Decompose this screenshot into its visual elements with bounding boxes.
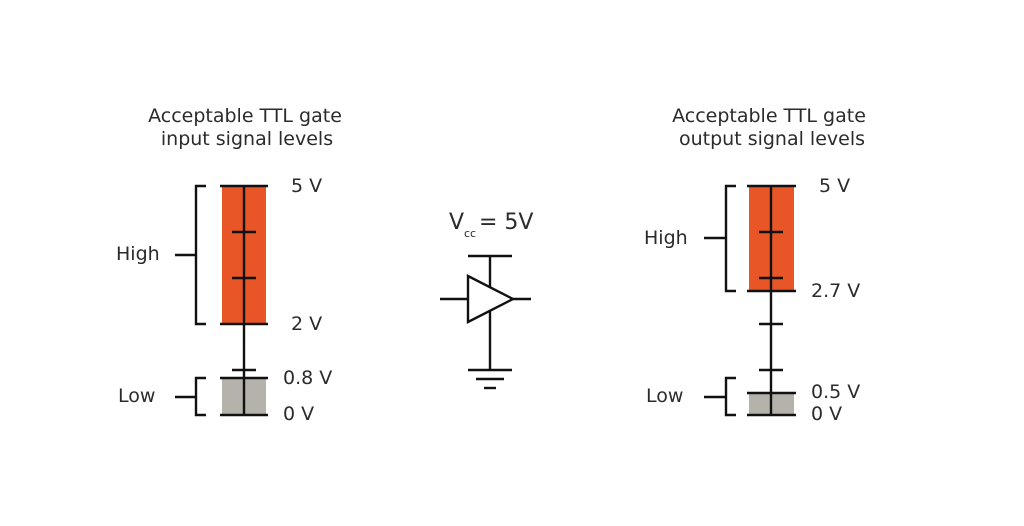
input-low-label: Low (118, 385, 155, 407)
vcc-value: = 5V (479, 210, 533, 235)
output-level-5v: 5 V (819, 175, 850, 197)
ground-icon (468, 368, 512, 390)
output-level-0v: 0 V (811, 403, 842, 425)
input-level-5v: 5 V (291, 175, 322, 197)
output-title-line1: Acceptable TTL gate (672, 105, 866, 127)
input-level-0-8v: 0.8 V (283, 367, 332, 389)
output-level-0-5v: 0.5 V (811, 381, 860, 403)
input-title-line1: Acceptable TTL gate (148, 105, 342, 127)
output-low-label: Low (646, 385, 683, 407)
vcc-subscript: cc (464, 227, 476, 240)
input-panel: Acceptable TTL gate input signal levels … (116, 105, 342, 425)
input-low-bracket (194, 376, 206, 417)
output-level-2-7v: 2.7 V (811, 280, 860, 302)
gate-group: V cc = 5V (440, 210, 533, 390)
input-high-bracket (194, 184, 206, 326)
input-title-line2: input signal levels (161, 128, 333, 150)
output-high-label: High (644, 227, 688, 249)
output-high-bracket (724, 184, 736, 293)
output-title-line2: output signal levels (679, 128, 865, 150)
input-high-label: High (116, 243, 160, 265)
output-panel: Acceptable TTL gate output signal levels… (644, 105, 866, 425)
input-level-2v: 2 V (291, 313, 322, 335)
input-level-0v: 0 V (283, 403, 314, 425)
output-low-bracket (724, 376, 736, 417)
vcc-symbol: V (449, 210, 464, 235)
